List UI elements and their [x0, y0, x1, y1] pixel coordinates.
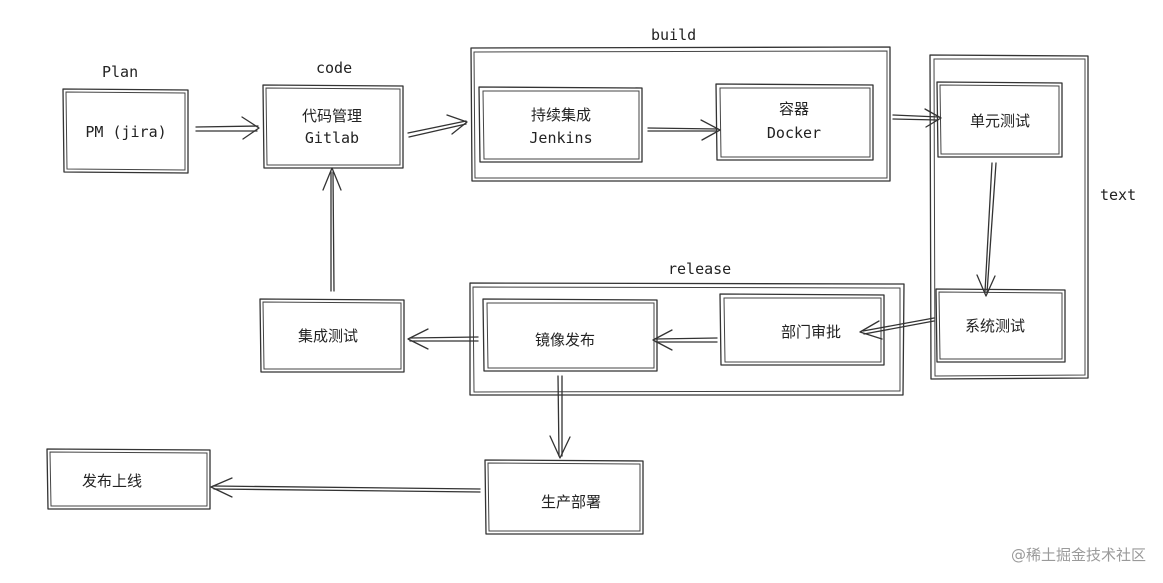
node-code-label-line2: Gitlab	[305, 129, 359, 147]
group-label-plan: Plan	[102, 63, 138, 81]
node-ci-jenkins	[478, 86, 643, 163]
node-unit-test-label: 单元测试	[970, 112, 1030, 130]
node-go-live-label: 发布上线	[82, 472, 142, 490]
node-container-label-line2: Docker	[767, 124, 821, 142]
node-image-release	[482, 298, 658, 372]
arrow-integration-to-gitlab	[322, 167, 342, 292]
arrow-gitlab-to-ci	[407, 114, 468, 138]
node-code-label-line1: 代码管理	[302, 107, 362, 125]
node-system-test	[935, 288, 1066, 363]
node-dept-approval	[719, 293, 885, 366]
node-ci-label-line2: Jenkins	[529, 129, 592, 147]
arrow-image-to-prod	[549, 375, 571, 459]
build-group	[470, 46, 891, 182]
arrow-system-to-dept	[859, 317, 935, 340]
group-label-code: code	[316, 59, 352, 77]
node-go-live	[46, 448, 211, 510]
node-prod-deploy-label: 生产部署	[541, 493, 601, 511]
arrow-unit-to-system	[976, 162, 997, 297]
arrow-prod-to-golive	[210, 477, 481, 498]
node-unit-test	[936, 81, 1063, 158]
node-system-test-label: 系统测试	[965, 317, 1025, 335]
node-dept-approval-label: 部门审批	[781, 323, 841, 341]
arrow-dept-to-image	[652, 329, 718, 351]
arrow-pm-to-gitlab	[195, 116, 260, 140]
arrow-ci-to-docker	[647, 119, 721, 141]
release-group	[469, 282, 905, 396]
node-prod-deploy	[484, 459, 644, 535]
group-label-test: text	[1100, 186, 1136, 204]
group-label-release: release	[668, 260, 731, 278]
node-integration-test	[259, 298, 405, 373]
test-group	[929, 54, 1089, 380]
node-pm-jira	[62, 88, 189, 174]
node-pm-label: PM (jira)	[85, 123, 166, 141]
node-code-gitlab	[262, 84, 404, 169]
node-container-docker	[715, 83, 874, 161]
node-image-release-label: 镜像发布	[535, 331, 595, 349]
node-ci-label-line1: 持续集成	[531, 106, 591, 124]
watermark: @稀土掘金技术社区	[1011, 546, 1146, 564]
group-label-build: build	[651, 26, 696, 44]
node-integration-test-label: 集成测试	[298, 327, 358, 345]
arrow-image-to-integration	[407, 328, 479, 350]
node-container-label-line1: 容器	[779, 100, 809, 118]
arrow-docker-to-unit	[892, 108, 942, 128]
